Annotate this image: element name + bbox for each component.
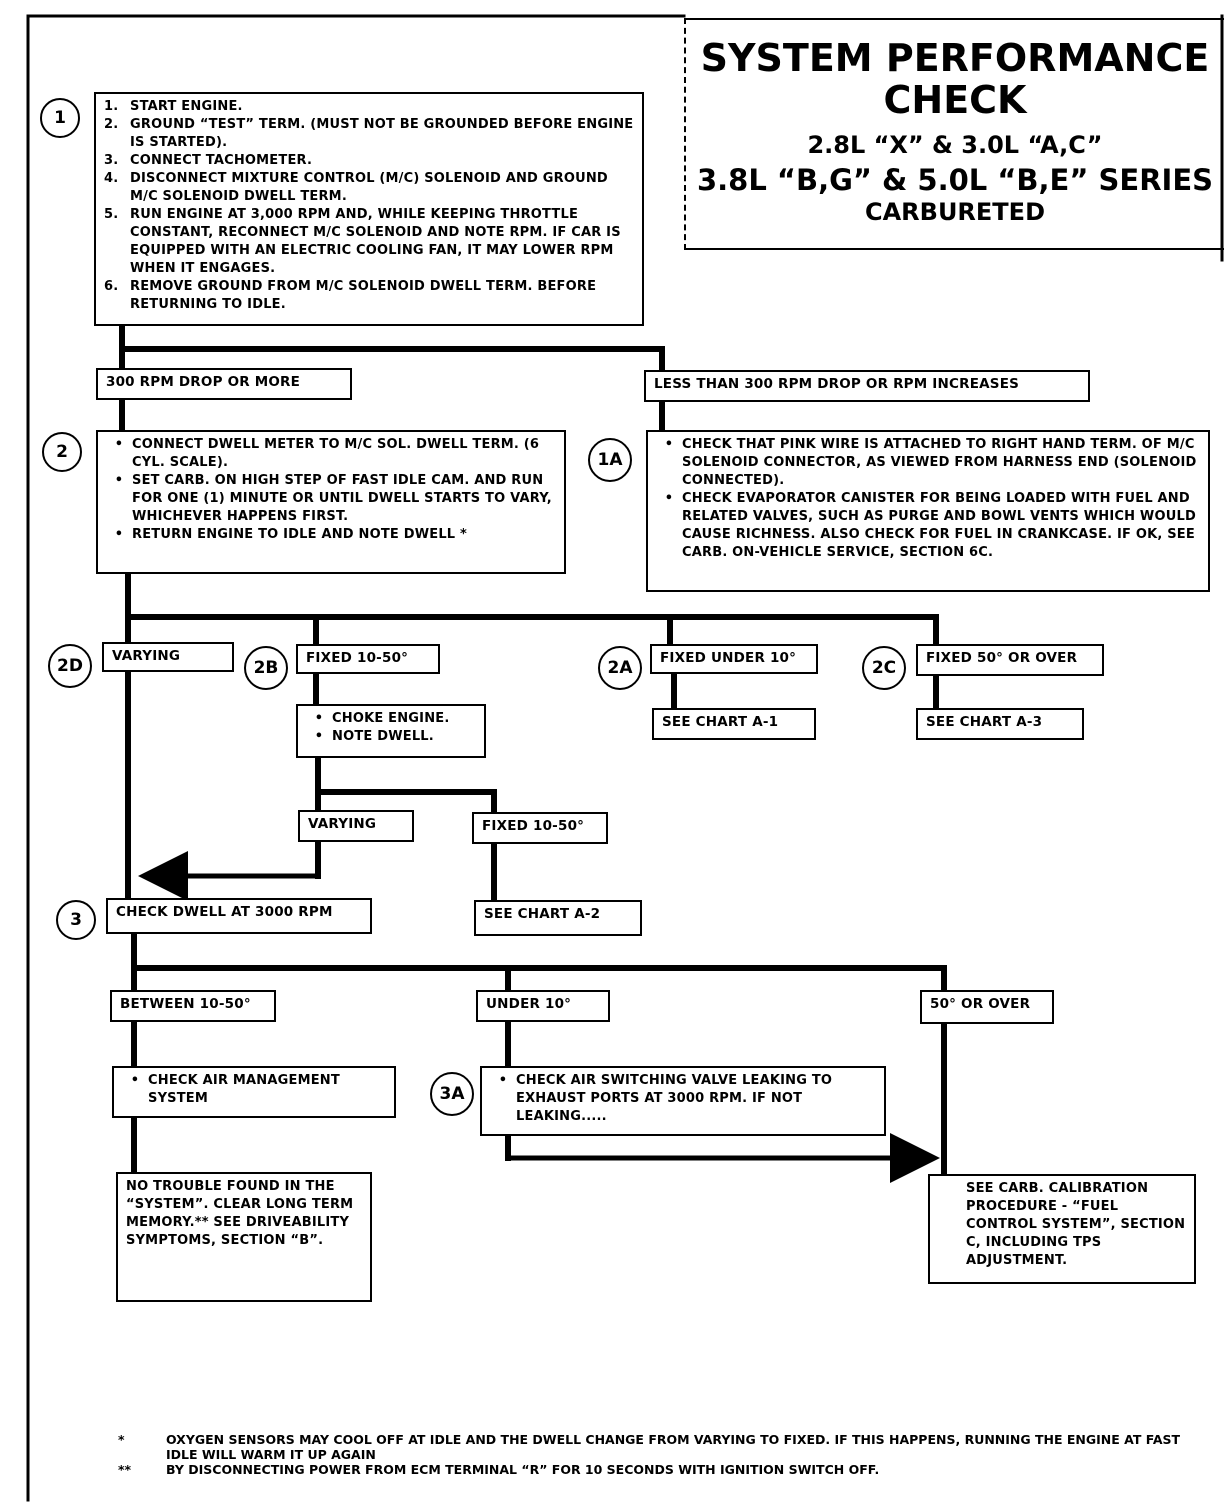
choke-engine-list: • CHOKE ENGINE. • NOTE DWELL. [306,710,478,746]
label-varying-2: VARYING [298,810,414,842]
air-switching-valve-box: • CHECK AIR SWITCHING VALVE LEAKING TO EX… [480,1066,886,1136]
box1a-item-text: CHECK EVAPORATOR CANISTER FOR BEING LOAD… [682,491,1196,560]
label-between-10-50: BETWEEN 10-50° [110,990,276,1022]
step-marker-2c: 2C [862,646,906,690]
box2b-item: • NOTE DWELL. [306,728,478,746]
instruction-item: 2. GROUND “TEST” TERM. (MUST NOT BE GROUN… [104,116,636,152]
instruction-number: 3. [104,153,119,168]
box1a-item: • CHECK THAT PINK WIRE IS ATTACHED TO RIG… [656,436,1202,490]
box2-item: • RETURN ENGINE TO IDLE AND NOTE DWELL * [106,526,558,544]
box2-item-text: RETURN ENGINE TO IDLE AND NOTE DWELL * [132,527,468,542]
step-marker-2d: 2D [48,644,92,688]
label-less-than-300-rpm: LESS THAN 300 RPM DROP OR RPM INCREASES [644,370,1090,402]
box1a-item-text: CHECK THAT PINK WIRE IS ATTACHED TO RIGH… [682,437,1197,488]
see-chart-a3-box: SEE CHART A-3 [916,708,1084,740]
instruction-text: GROUND “TEST” TERM. (MUST NOT BE GROUNDE… [130,117,634,150]
bullet-icon: • [114,437,124,452]
dwell-meter-list: • CONNECT DWELL METER TO M/C SOL. DWELL T… [106,436,558,544]
step-marker-2a: 2A [598,646,642,690]
footnote-1: * OXYGEN SENSORS MAY COOL OFF AT IDLE AN… [118,1432,1208,1462]
footnotes: * OXYGEN SENSORS MAY COOL OFF AT IDLE AN… [118,1432,1208,1477]
instruction-text: CONNECT TACHOMETER. [130,153,313,168]
label-varying: VARYING [102,642,234,672]
check-dwell-3000-box: CHECK DWELL AT 3000 RPM [106,898,372,934]
title-line-4: 3.8L “B,G” & 5.0L “B,E” SERIES [696,163,1214,197]
title-line-5: CARBURETED [864,198,1045,226]
label-300-rpm-drop: 300 RPM DROP OR MORE [96,368,352,400]
box2b-item-text: NOTE DWELL. [332,729,434,744]
step-marker-1: 1 [40,98,80,138]
air-switching-valve-list: • CHECK AIR SWITCHING VALVE LEAKING TO EX… [490,1072,878,1126]
instruction-number: 6. [104,279,119,294]
box3a-item: • CHECK AIR SWITCHING VALVE LEAKING TO EX… [490,1072,878,1126]
box_air-item-text: CHECK AIR MANAGEMENT SYSTEM [148,1073,340,1106]
label-fixed-10-50: FIXED 10-50° [296,644,440,674]
label-under-10: UNDER 10° [476,990,610,1022]
instruction-number: 4. [104,171,119,186]
dwell-meter-box: • CONNECT DWELL METER TO M/C SOL. DWELL T… [96,430,566,574]
pink-wire-check-list: • CHECK THAT PINK WIRE IS ATTACHED TO RIG… [656,436,1202,562]
label-fixed-10-50-2: FIXED 10-50° [472,812,608,844]
step-marker-3a: 3A [430,1072,474,1116]
start-instructions-box: 1. START ENGINE. 2. GROUND “TEST” TERM. (MU… [94,92,644,326]
footnote-2-text: BY DISCONNECTING POWER FROM ECM TERMINAL… [166,1462,880,1477]
box2-item-text: CONNECT DWELL METER TO M/C SOL. DWELL TE… [132,437,540,470]
instruction-item: 4. DISCONNECT MIXTURE CONTROL (M/C) SOLEN… [104,170,636,206]
bullet-icon: • [130,1073,140,1088]
box2b-item-text: CHOKE ENGINE. [332,711,450,726]
instruction-text: START ENGINE. [130,99,243,114]
box1a-item: • CHECK EVAPORATOR CANISTER FOR BEING LOA… [656,490,1202,562]
bullet-icon: • [314,711,324,726]
instruction-text: RUN ENGINE AT 3,000 RPM AND, WHILE KEEPI… [130,207,621,276]
box2b-item: • CHOKE ENGINE. [306,710,478,728]
footnote-1-mark: * [118,1432,125,1447]
bullet-icon: • [114,527,124,542]
step-marker-3: 3 [56,900,96,940]
instruction-number: 1. [104,99,119,114]
instruction-item: 1. START ENGINE. [104,98,636,116]
see-chart-a1-box: SEE CHART A-1 [652,708,816,740]
no-trouble-found-box: NO TROUBLE FOUND IN THE “SYSTEM”. CLEAR … [116,1172,372,1302]
box2-item: • CONNECT DWELL METER TO M/C SOL. DWELL T… [106,436,558,472]
box_air-item: • CHECK AIR MANAGEMENT SYSTEM [122,1072,388,1108]
pink-wire-check-box: • CHECK THAT PINK WIRE IS ATTACHED TO RIG… [646,430,1210,592]
title-line-1: SYSTEM PERFORMANCE [700,36,1210,80]
bullet-icon: • [498,1073,508,1088]
step-marker-2b: 2B [244,646,288,690]
bullet-icon: • [314,729,324,744]
box3a-item-text: CHECK AIR SWITCHING VALVE LEAKING TO EXH… [516,1073,833,1124]
instruction-item: 5. RUN ENGINE AT 3,000 RPM AND, WHILE KEE… [104,206,636,278]
instruction-text: REMOVE GROUND FROM M/C SOLENOID DWELL TE… [130,279,597,312]
footnote-1-text: OXYGEN SENSORS MAY COOL OFF AT IDLE AND … [166,1432,1181,1462]
label-fixed-under-10: FIXED UNDER 10° [650,644,818,674]
start-instructions-list: 1. START ENGINE. 2. GROUND “TEST” TERM. (MU… [104,98,636,314]
choke-engine-box: • CHOKE ENGINE. • NOTE DWELL. [296,704,486,758]
label-fixed-50-over: FIXED 50° OR OVER [916,644,1104,676]
title-line-3: 2.8L “X” & 3.0L “A,C” [807,131,1103,159]
bullet-icon: • [664,491,674,506]
bullet-icon: • [664,437,674,452]
air-management-list: • CHECK AIR MANAGEMENT SYSTEM [122,1072,388,1108]
instruction-item: 3. CONNECT TACHOMETER. [104,152,636,170]
box2-item: • SET CARB. ON HIGH STEP OF FAST IDLE CAM… [106,472,558,526]
bullet-icon: • [114,473,124,488]
label-50-or-over: 50° OR OVER [920,990,1054,1024]
title-block: SYSTEM PERFORMANCE CHECK 2.8L “X” & 3.0L… [684,18,1224,250]
box2-item-text: SET CARB. ON HIGH STEP OF FAST IDLE CAM.… [132,473,552,524]
see-chart-a2-box: SEE CHART A-2 [474,900,642,936]
footnote-2-mark: ** [118,1462,132,1477]
instruction-text: DISCONNECT MIXTURE CONTROL (M/C) SOLENOI… [130,171,608,204]
air-management-box: • CHECK AIR MANAGEMENT SYSTEM [112,1066,396,1118]
step-marker-2: 2 [42,432,82,472]
carb-calibration-box: SEE CARB. CALIBRATION PROCEDURE - “FUEL … [928,1174,1196,1284]
step-marker-1a: 1A [588,438,632,482]
instruction-number: 5. [104,207,119,222]
instruction-number: 2. [104,117,119,132]
instruction-item: 6. REMOVE GROUND FROM M/C SOLENOID DWELL … [104,278,636,314]
title-line-2: CHECK [883,78,1027,122]
footnote-2: ** BY DISCONNECTING POWER FROM ECM TERMI… [118,1462,1208,1477]
